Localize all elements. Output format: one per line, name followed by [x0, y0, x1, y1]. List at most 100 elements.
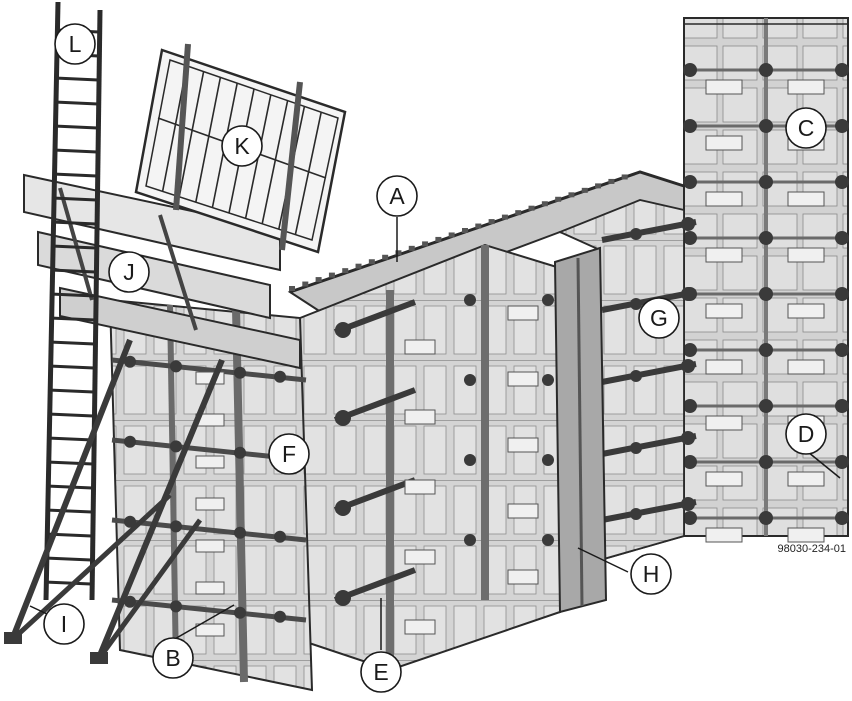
callout-h: H — [630, 553, 672, 595]
ladder-rung — [52, 196, 97, 202]
callout-circle — [638, 297, 680, 339]
callout-a: A — [376, 175, 418, 217]
callout-circle — [54, 23, 96, 65]
guardrail-frame-k — [134, 43, 347, 254]
ladder-rung — [50, 292, 96, 298]
panel-clamp — [630, 228, 642, 240]
callout-circle — [43, 603, 85, 645]
waler — [601, 433, 697, 457]
panel-clamp — [234, 526, 246, 539]
ladder-rung — [53, 124, 98, 130]
wing-nut — [335, 500, 351, 516]
tall-wall-panel — [683, 17, 849, 543]
panel-handle — [404, 339, 436, 355]
panel-clamp — [542, 454, 554, 466]
panel-profile-hole — [382, 254, 389, 260]
panel-clamp — [759, 119, 773, 133]
panel-handle — [787, 359, 825, 375]
panel-profile-hole — [355, 263, 362, 269]
panel-handle — [507, 371, 539, 387]
callout-b: B — [152, 637, 194, 679]
panel-profile-hole — [408, 245, 415, 251]
panel-handle — [507, 305, 539, 321]
ladder-rung — [46, 460, 93, 466]
waler — [111, 357, 307, 383]
callout-circle — [108, 251, 150, 293]
panel-clamp — [274, 610, 286, 623]
wing-nut — [681, 359, 695, 373]
panel-handle — [404, 479, 436, 495]
callout-letter: A — [389, 183, 405, 209]
panel-handle — [787, 247, 825, 263]
panel-clamp — [835, 343, 849, 357]
panel-clamp — [683, 119, 697, 133]
panel-profile-hole — [475, 223, 482, 229]
callout-circle — [360, 651, 402, 693]
panel-clamp — [835, 399, 849, 413]
panel-handle — [705, 191, 743, 207]
callout-letter: C — [798, 115, 815, 141]
panel-clamp — [759, 455, 773, 469]
wing-nut — [681, 497, 695, 511]
panel-handle — [404, 549, 436, 565]
ladder-rung — [49, 316, 95, 322]
panel-profile-hole — [501, 214, 508, 220]
panel-clamp — [542, 534, 554, 546]
waler — [601, 219, 697, 243]
callout-circle — [152, 637, 194, 679]
panel-clamp — [464, 534, 476, 546]
wing-nut — [335, 410, 351, 426]
panel-handle — [705, 359, 743, 375]
guardrail-bar — [178, 71, 205, 197]
callout-letter: D — [798, 421, 815, 447]
panel-clamp — [759, 343, 773, 357]
callout-d: D — [785, 413, 827, 455]
wall-panel-g — [557, 199, 697, 562]
wing-nut — [681, 217, 695, 231]
panel-clamp — [170, 600, 182, 613]
panel-handle — [404, 619, 436, 635]
callout-circle — [785, 107, 827, 149]
panel-handle — [195, 455, 225, 469]
callout-e: E — [360, 651, 402, 693]
panel-profile-hole — [302, 281, 309, 287]
waler — [111, 597, 307, 623]
panel-handle — [705, 135, 743, 151]
panel-clamp — [464, 294, 476, 306]
callout-letter: L — [69, 31, 82, 57]
callout-l: L — [54, 23, 96, 65]
wall-panel-a — [299, 243, 561, 672]
panel-profile-hole — [555, 196, 562, 202]
panel-handle — [404, 409, 436, 425]
panel-clamp — [835, 231, 849, 245]
callout-letter: F — [282, 441, 296, 467]
panel-handle — [705, 527, 743, 543]
panel-profile-hole — [595, 183, 602, 189]
panel-clamp — [630, 370, 642, 382]
ladder-rung — [51, 244, 96, 250]
panel-clamp — [124, 355, 136, 368]
wing-nut — [681, 287, 695, 301]
panel-clamp — [835, 511, 849, 525]
ladder-rung — [44, 580, 92, 586]
panel-clamp — [683, 231, 697, 245]
front-wall-panel — [108, 298, 314, 692]
panel-clamp — [170, 520, 182, 533]
wing-nut — [335, 322, 351, 338]
ladder-rung — [48, 388, 94, 394]
ladder-rung — [47, 436, 94, 442]
back-wall-panel — [287, 170, 685, 562]
callout-g: G — [638, 297, 680, 339]
panel-clamp — [683, 511, 697, 525]
panel-profile-hole — [541, 201, 548, 207]
panel-profile-hole — [368, 259, 375, 265]
panel-clamp — [683, 455, 697, 469]
callout-circle — [785, 413, 827, 455]
callout-k: K — [221, 125, 263, 167]
panel-clamp — [683, 175, 697, 189]
panel-clamp — [542, 374, 554, 386]
panel-profile-hole — [581, 187, 588, 193]
panel-profile-hole — [515, 210, 522, 216]
callout-letter: I — [61, 611, 67, 637]
